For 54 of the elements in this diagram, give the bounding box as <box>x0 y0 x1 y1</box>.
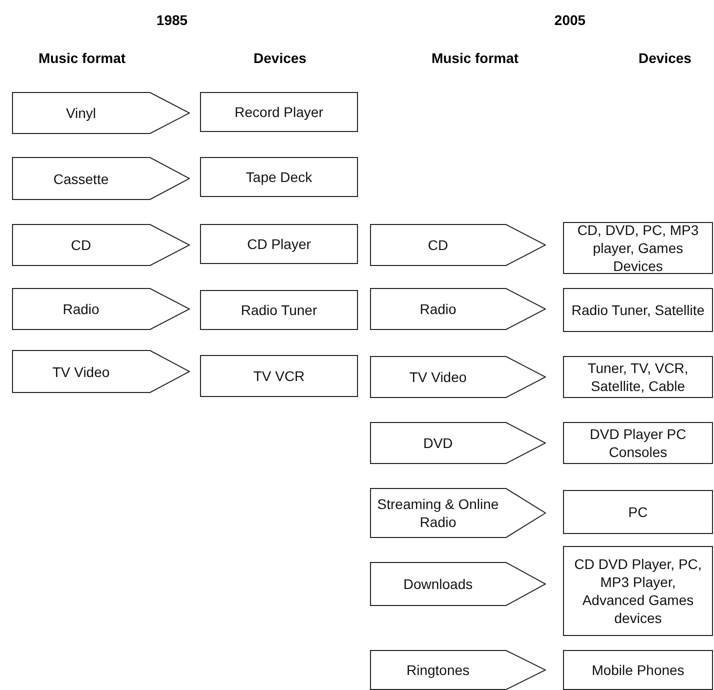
device-box <box>563 356 713 398</box>
device-label: PC <box>627 503 649 521</box>
format-label: Vinyl <box>64 104 98 122</box>
device-label: CD, DVD, PC, MP3 player, Games Devices <box>576 221 700 275</box>
device-label: Mobile Phones <box>590 661 686 679</box>
format-arrow-shape <box>12 224 190 266</box>
format-arrow-shape <box>12 350 190 393</box>
column-heading: Music format <box>38 50 126 66</box>
format-arrow-shape <box>370 224 546 266</box>
device-box <box>563 650 713 690</box>
format-label: Radio <box>418 300 458 318</box>
format-arrow-shape <box>370 650 546 690</box>
column-heading: Devices <box>638 50 692 66</box>
device-label: Radio Tuner <box>240 301 318 319</box>
device-box <box>200 355 358 397</box>
format-arrow-shape <box>12 288 190 330</box>
format-arrow-shape <box>370 562 546 606</box>
format-label: Cassette <box>52 170 110 188</box>
device-box <box>200 224 358 264</box>
device-label: DVD Player PC Consoles <box>588 425 688 461</box>
year-heading: 1985 <box>156 12 188 28</box>
format-label: CD <box>426 236 450 254</box>
device-box <box>200 92 358 132</box>
format-label: Radio <box>62 300 100 318</box>
device-box <box>563 288 713 332</box>
device-box <box>200 157 358 197</box>
format-label: DVD <box>422 434 454 452</box>
format-arrow-shape <box>12 157 190 200</box>
format-label: Ringtones <box>405 661 471 679</box>
device-box <box>563 222 713 274</box>
format-arrow-shape <box>12 92 190 134</box>
format-label: TV Video <box>51 362 111 380</box>
column-heading: Music format <box>431 50 519 66</box>
device-label: Tuner, TV, VCR, Satellite, Cable <box>586 359 690 395</box>
format-arrow-shape <box>370 488 546 538</box>
device-box <box>200 290 358 330</box>
column-heading: Devices <box>254 50 306 66</box>
device-label: CD DVD Player, PC, MP3 Player, Advanced Games devices <box>573 555 703 627</box>
format-label: CD <box>70 236 92 254</box>
format-arrow-shape <box>370 422 546 464</box>
format-arrow-shape <box>370 356 546 398</box>
device-label: Record Player <box>234 103 324 121</box>
device-label: Tape Deck <box>244 168 314 186</box>
device-box <box>563 422 713 464</box>
format-label: TV Video <box>408 368 468 386</box>
device-box <box>563 546 713 636</box>
device-label: Radio Tuner, Satellite <box>570 301 706 319</box>
format-label: Streaming & Online Radio <box>376 495 500 531</box>
device-label: CD Player <box>246 235 312 253</box>
device-label: TV VCR <box>252 367 306 385</box>
format-label: Downloads <box>402 575 474 593</box>
device-box <box>563 490 713 534</box>
year-heading: 2005 <box>554 12 586 28</box>
format-arrow-shape <box>370 288 546 330</box>
